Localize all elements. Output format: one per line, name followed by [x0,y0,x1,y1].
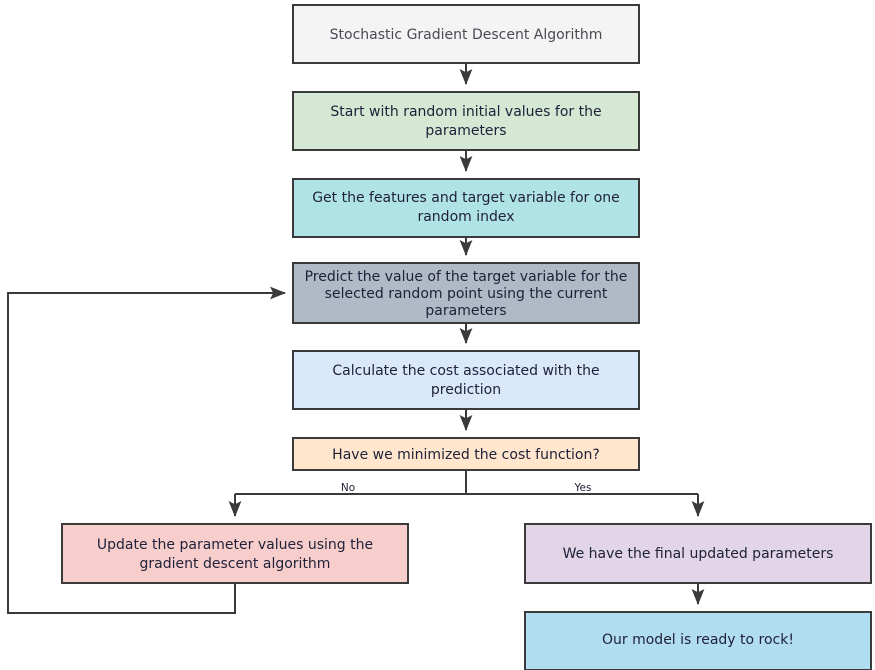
edges-layer [7,63,705,614]
node-predict-line-3: parameters [425,303,506,319]
node-cost[interactable]: Calculate the cost associated with the p… [292,350,640,410]
edge-update-to-predict-feedback [7,286,286,614]
node-update-line-1: Update the parameter values using the [97,537,373,553]
node-final-box[interactable] [524,523,872,584]
node-title-line-1: Stochastic Gradient Descent Algorithm [330,27,603,43]
edge-label-no: No [341,482,355,494]
node-decision-box[interactable] [292,437,640,471]
node-ready[interactable]: Our model is ready to rock! [524,611,872,670]
node-cost-line-1: Calculate the cost associated with the [332,363,599,379]
node-predict[interactable]: Predict the value of the target variable… [292,262,640,324]
node-init-box[interactable] [292,91,640,151]
node-sample-box[interactable] [292,178,640,238]
node-decision-line-1: Have we minimized the cost function? [332,447,600,463]
node-sample[interactable]: Get the features and target variable for… [292,178,640,238]
node-init-line-1: Start with random initial values for the [330,104,601,120]
node-decision[interactable]: Have we minimized the cost function? [292,437,640,471]
edge-labels-layer: No Yes [341,482,592,494]
node-predict-line-1: Predict the value of the target variable… [305,269,628,285]
node-predict-line-2: selected random point using the current [325,286,608,302]
node-init[interactable]: Start with random initial values for the… [292,91,640,151]
edge-label-yes: Yes [574,482,592,494]
node-predict-box[interactable] [292,262,640,324]
node-title-box[interactable] [292,4,640,64]
node-ready-line-1: Our model is ready to rock! [602,632,794,648]
node-sample-line-1: Get the features and target variable for… [312,190,620,206]
node-ready-box[interactable] [524,611,872,670]
node-update-box[interactable] [61,523,409,584]
node-update-line-2: gradient descent algorithm [140,556,331,572]
node-cost-box[interactable] [292,350,640,410]
node-final[interactable]: We have the final updated parameters [524,523,872,584]
node-sample-line-2: random index [417,209,514,225]
node-init-line-2: parameters [425,123,506,139]
node-final-line-1: We have the final updated parameters [563,546,834,562]
node-cost-line-2: prediction [431,382,501,398]
node-update[interactable]: Update the parameter values using the gr… [61,523,409,584]
node-title[interactable]: Stochastic Gradient Descent Algorithm [292,4,640,64]
